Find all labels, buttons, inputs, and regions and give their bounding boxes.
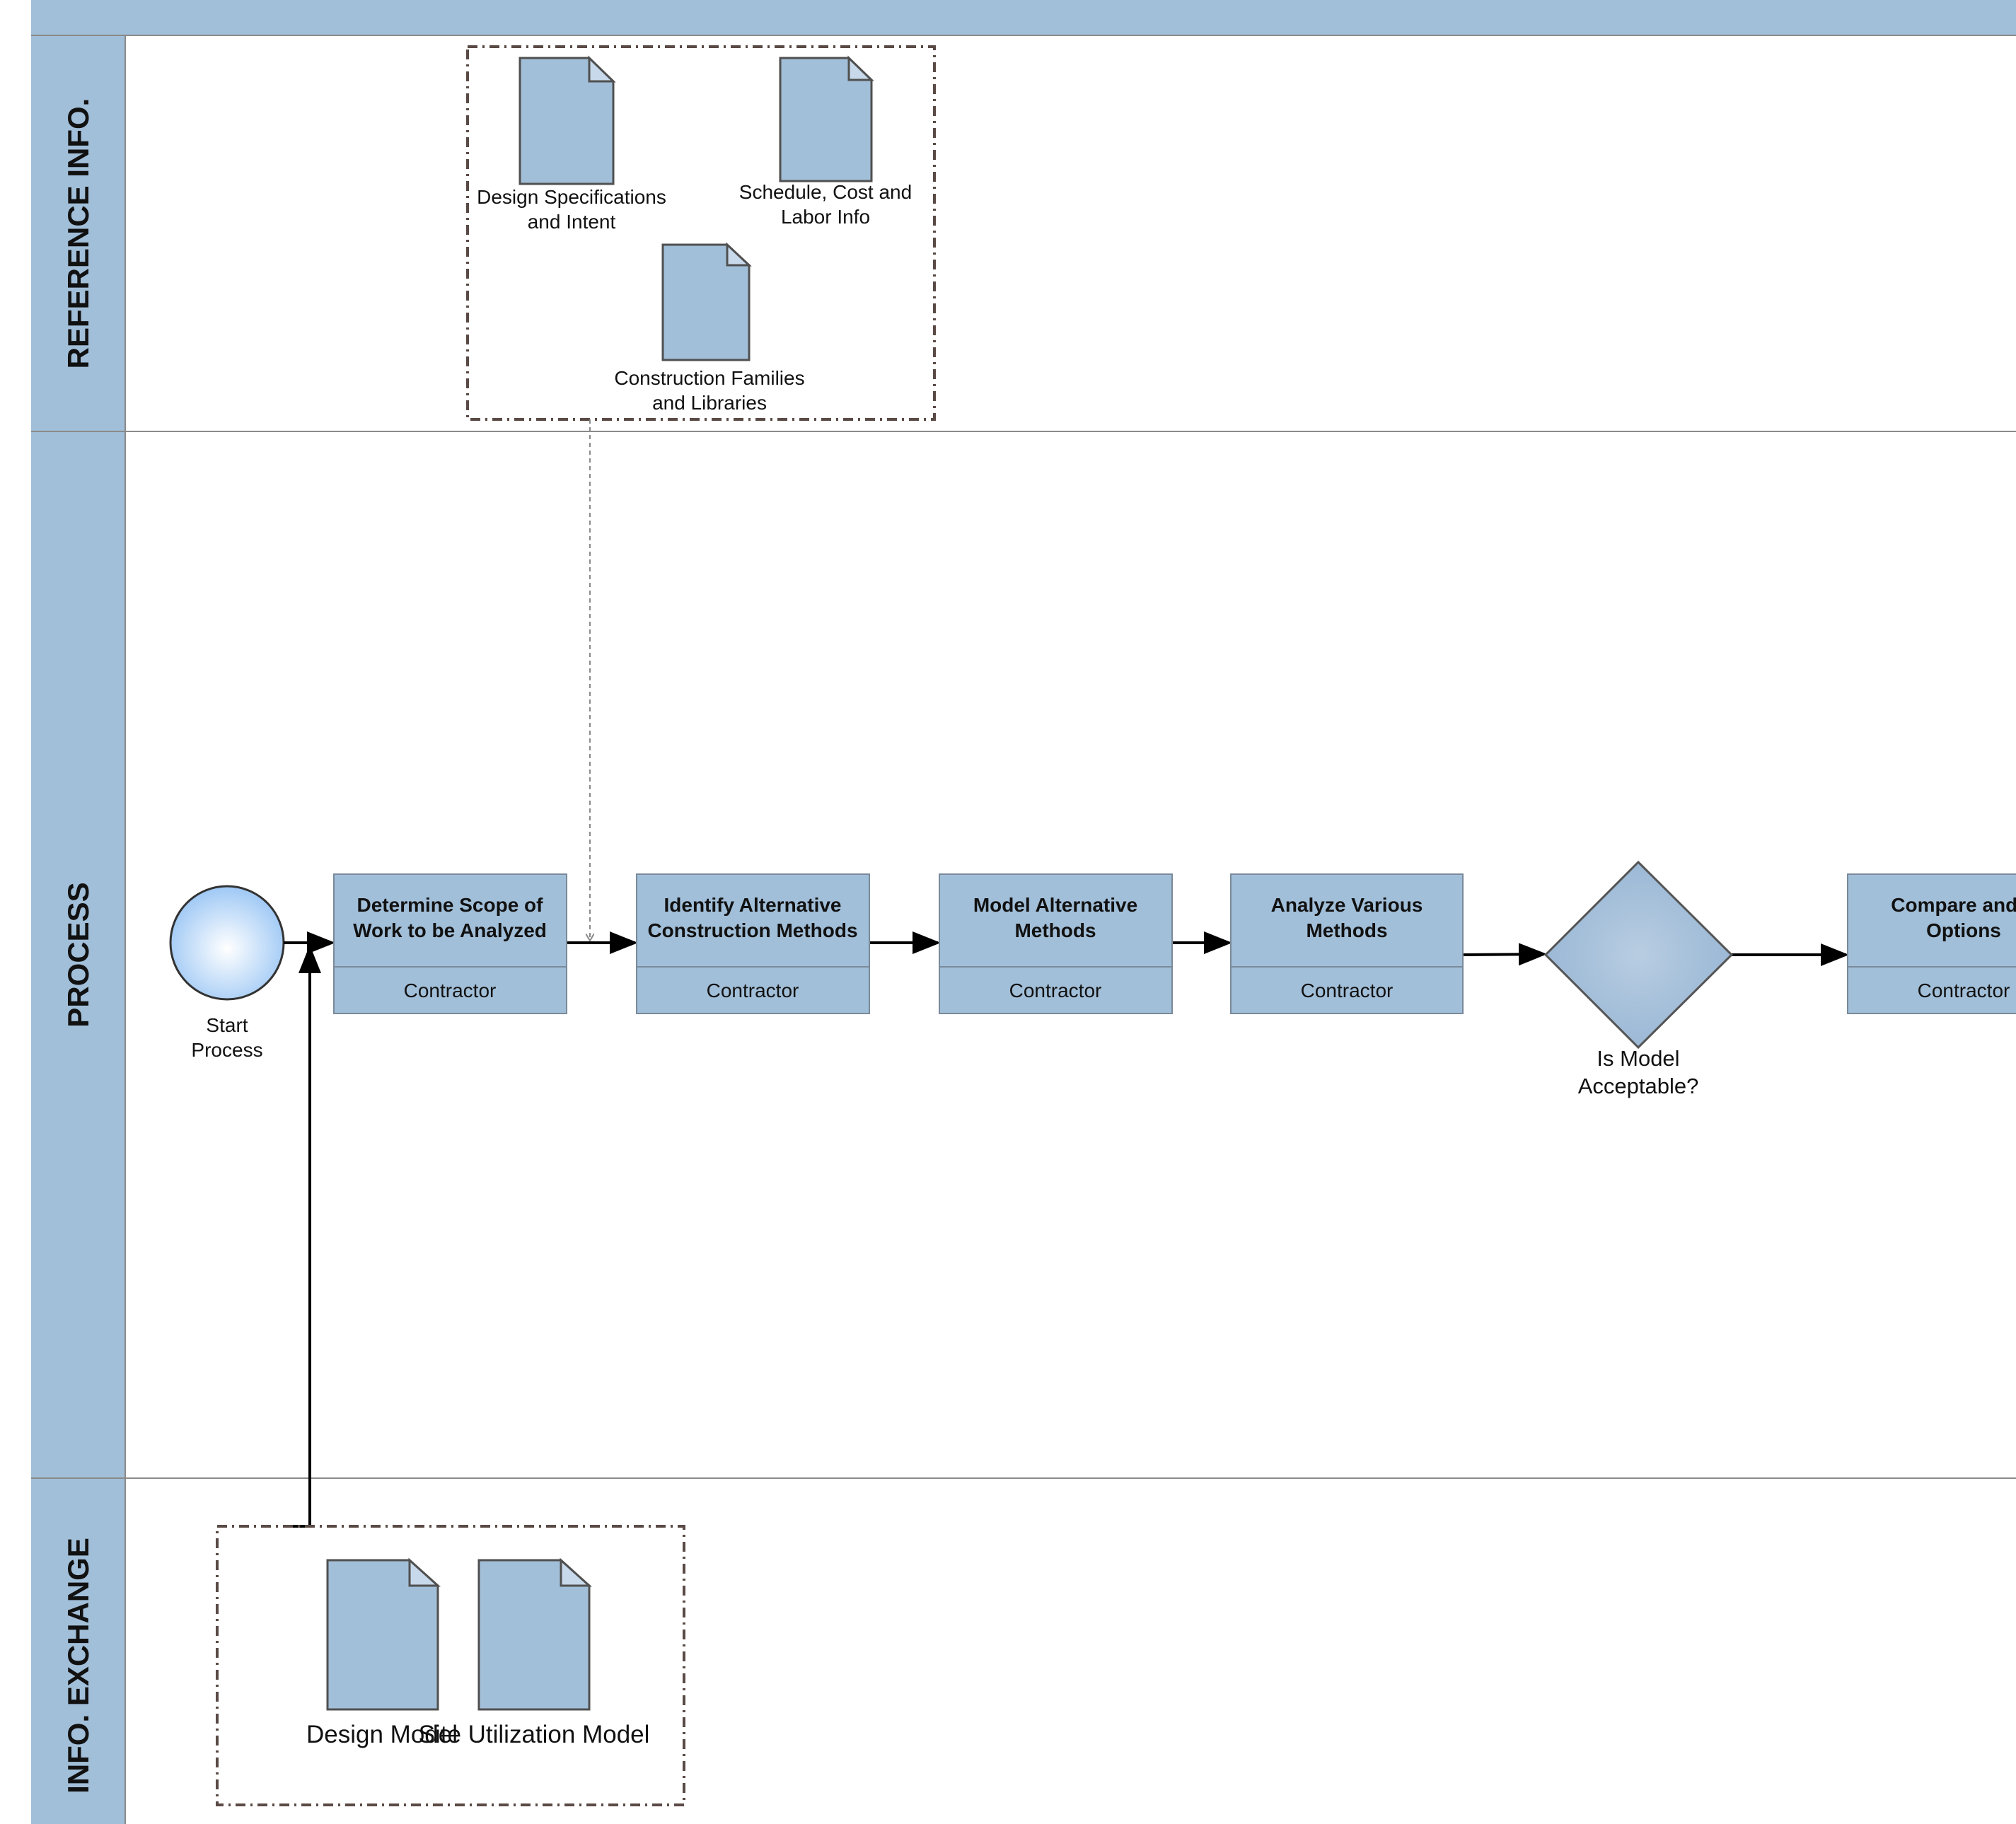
lane-header-reference xyxy=(31,35,125,431)
sequence-flow xyxy=(1462,943,1547,966)
task-header xyxy=(939,873,1173,968)
document-icon xyxy=(519,57,615,185)
lane-header-exchange xyxy=(31,1478,125,1824)
document-icon xyxy=(477,1559,591,1711)
task-title: Work to be Analyzed xyxy=(353,919,547,941)
doc-design-specifications[interactable]: Design Specifications and Intent xyxy=(477,55,666,233)
start-event-circle xyxy=(169,885,285,1001)
task-title: Analyze Various xyxy=(1271,894,1423,916)
task-title: Model Alternative xyxy=(973,894,1137,916)
doc-design-model[interactable] xyxy=(326,1557,441,1711)
exchange-docs-group xyxy=(216,1525,685,1806)
document-fold xyxy=(560,1557,592,1587)
doc-label: and Intent xyxy=(528,211,616,233)
task-determine-scope[interactable]: Determine Scope of Work to be Analyzed C… xyxy=(333,873,567,1014)
gateway-label: Acceptable? xyxy=(1578,1074,1699,1098)
document-icon xyxy=(779,57,873,182)
task-role: Contractor xyxy=(707,980,799,1001)
task-header xyxy=(333,873,567,968)
task-title: Methods xyxy=(1014,919,1096,941)
task-header xyxy=(1847,873,2016,968)
doc-label: Site Utilization Model xyxy=(419,1721,650,1748)
start-event-label: Process xyxy=(191,1039,262,1061)
task-identify-alternative[interactable]: Identify Alternative Construction Method… xyxy=(636,873,870,1014)
task-title: Identify Alternative xyxy=(664,894,841,916)
task-role: Contractor xyxy=(1009,980,1102,1001)
task-title: Methods xyxy=(1306,919,1387,941)
start-event[interactable]: Start Process xyxy=(169,885,285,1061)
doc-label: Schedule, Cost and xyxy=(739,181,912,203)
task-footer xyxy=(333,966,567,1014)
doc-label: and Libraries xyxy=(652,392,767,414)
task-footer xyxy=(1230,966,1464,1014)
task-title: Compare and S xyxy=(1891,894,2016,916)
task-role: Contractor xyxy=(1918,980,2010,1001)
document-fold xyxy=(408,1557,441,1587)
lane-header-process xyxy=(31,431,125,1478)
document-icon xyxy=(661,243,751,361)
document-fold xyxy=(847,55,874,81)
task-footer xyxy=(1847,966,2016,1014)
lane-label-exchange: INFO. EXCHANGE xyxy=(62,1538,95,1794)
gateway-diamond xyxy=(1543,860,1734,1050)
task-title: Construction Methods xyxy=(647,919,857,941)
lane-label-reference: REFERENCE INFO. xyxy=(62,98,95,369)
reference-docs-group xyxy=(466,45,936,421)
gateway-label: Is Model xyxy=(1597,1046,1679,1071)
task-analyze-various[interactable]: Analyze Various Methods Contractor xyxy=(1230,873,1464,1014)
start-event-label: Start xyxy=(206,1014,248,1036)
task-title: Determine Scope of xyxy=(357,894,544,916)
doc-label: Construction Families xyxy=(614,367,804,389)
task-header xyxy=(1230,873,1464,968)
doc-site-utilization-model[interactable] xyxy=(477,1557,592,1711)
sequence-flow xyxy=(283,945,321,1528)
doc-label: Design Model xyxy=(306,1721,458,1748)
doc-schedule-cost-labor[interactable]: Schedule, Cost and Labor Info xyxy=(739,55,912,228)
task-footer xyxy=(636,966,870,1014)
doc-label: Design Specifications xyxy=(477,186,666,208)
lane-label-process: PROCESS xyxy=(62,882,95,1027)
task-footer xyxy=(939,966,1173,1014)
document-fold xyxy=(726,242,752,267)
task-title: Options xyxy=(1926,919,2001,941)
task-header xyxy=(636,873,870,968)
task-compare-options[interactable]: Compare and S Options Contractor xyxy=(1847,873,2016,1014)
gateway-is-model-acceptable[interactable]: Is Model Acceptable? xyxy=(1543,860,1734,1098)
task-role: Contractor xyxy=(1301,980,1394,1001)
document-icon xyxy=(326,1559,439,1711)
document-fold xyxy=(588,55,616,83)
doc-label: Labor Info xyxy=(781,206,870,228)
doc-construction-families[interactable]: Construction Families and Libraries xyxy=(614,242,805,414)
top-header-bar xyxy=(31,0,2016,35)
task-model-alternative[interactable]: Model Alternative Methods Contractor xyxy=(939,873,1173,1014)
task-role: Contractor xyxy=(404,980,497,1001)
